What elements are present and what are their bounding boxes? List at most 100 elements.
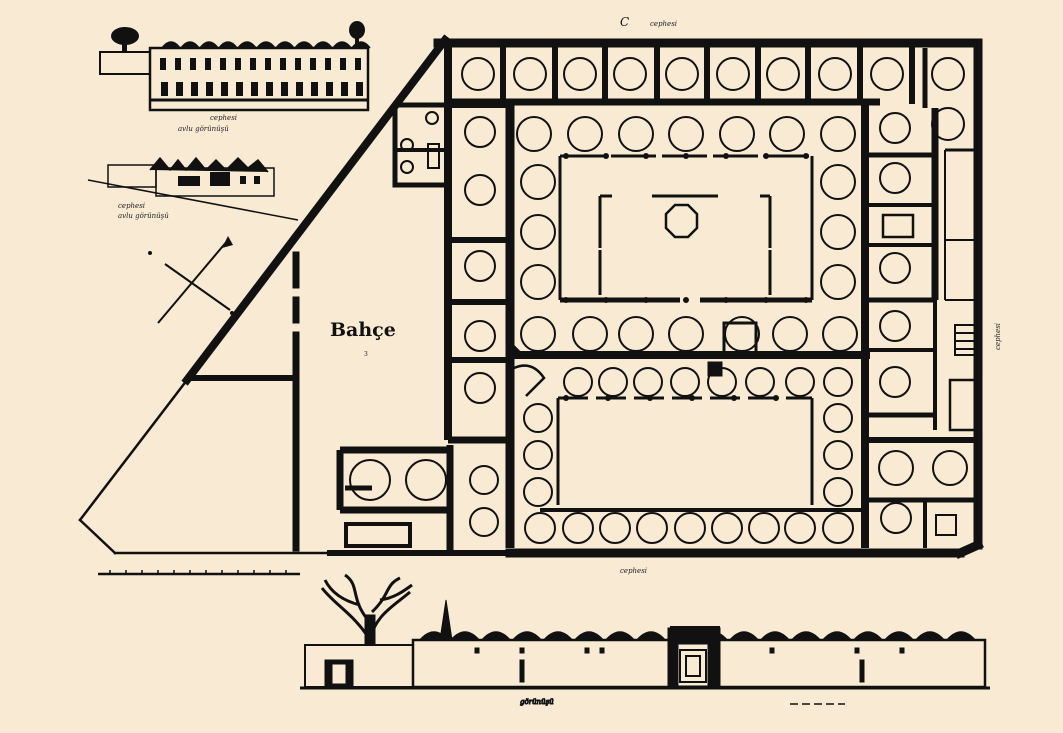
pillar	[723, 297, 729, 303]
dome-cell	[785, 367, 815, 397]
dome-cell	[822, 512, 854, 544]
dome	[180, 41, 200, 49]
dome-cell	[818, 57, 852, 91]
dome-cell	[563, 367, 593, 397]
dome-cell	[879, 162, 911, 194]
dome-cell	[674, 512, 706, 544]
dome-cell	[464, 116, 496, 148]
dome	[313, 41, 333, 49]
wall-opening	[599, 647, 605, 654]
pillar	[643, 153, 649, 159]
arch-door	[176, 82, 183, 96]
dome	[512, 631, 542, 641]
pillar	[603, 297, 609, 303]
dome-cell	[772, 316, 808, 352]
dome-cell	[879, 112, 911, 144]
dome-cell	[820, 214, 856, 250]
dome	[275, 41, 295, 49]
arch-door	[221, 82, 228, 96]
arch-door	[326, 82, 333, 96]
pillar	[563, 153, 569, 159]
arch-door	[266, 82, 273, 96]
pillar	[763, 153, 769, 159]
dome-cell	[562, 512, 594, 544]
dome-cell	[633, 367, 663, 397]
wall-opening	[584, 647, 590, 654]
pillar	[563, 297, 569, 303]
dome	[543, 631, 573, 641]
arch-window	[325, 58, 331, 70]
dome	[884, 631, 914, 641]
dome-cell	[464, 320, 496, 352]
arch-door	[191, 82, 198, 96]
tree-icon	[349, 21, 365, 48]
pillar	[563, 395, 569, 401]
dome-cell	[820, 116, 856, 152]
arch-window	[355, 58, 361, 70]
dome-cell	[567, 116, 603, 152]
dome-cell	[563, 57, 597, 91]
pillar	[689, 395, 695, 401]
dome-cell	[523, 403, 553, 433]
north-facade-label: cephesi	[650, 20, 677, 28]
dome-cell	[523, 477, 553, 507]
dome	[294, 41, 314, 49]
dome	[161, 41, 181, 49]
dome-cell	[879, 310, 911, 342]
dome-cell	[766, 57, 800, 91]
dome-cell	[464, 372, 496, 404]
arch-window	[265, 58, 271, 70]
dome-cell	[524, 512, 556, 544]
dome-cell	[520, 264, 556, 300]
dome-cell	[598, 367, 628, 397]
dome-cell	[464, 250, 496, 282]
dome	[822, 631, 852, 641]
dome-cell	[520, 164, 556, 200]
dome-cell	[636, 512, 668, 544]
pillar	[683, 297, 689, 303]
dome-cell	[823, 440, 853, 470]
pillar	[683, 153, 689, 159]
arch-door	[311, 82, 318, 96]
dome	[237, 41, 257, 49]
dome-cell	[711, 512, 743, 544]
garden-number: 3	[364, 351, 368, 358]
dome	[667, 631, 697, 641]
arch-window	[250, 58, 256, 70]
arch-window	[175, 58, 181, 70]
dome-cell	[784, 512, 816, 544]
dome-cell	[461, 57, 495, 91]
elevation-middle-label: cephesi	[118, 202, 145, 210]
dome-cell	[516, 116, 552, 152]
dome-cell	[931, 107, 965, 141]
dome-cell	[719, 116, 755, 152]
arch-door	[206, 82, 213, 96]
dome-cell	[670, 367, 700, 397]
dome	[419, 631, 449, 641]
elevation-top-caption: avlu görünüşü	[178, 125, 229, 133]
dome	[915, 631, 945, 641]
pillar	[723, 153, 729, 159]
dome	[256, 41, 276, 49]
dome-cell	[769, 116, 805, 152]
dome-cell	[878, 450, 914, 486]
wall-opening	[899, 647, 905, 654]
dome-cell	[520, 214, 556, 250]
dome-cell	[613, 57, 647, 91]
plan-north-bays	[500, 45, 915, 104]
elevation-bottom-label: görünüşü	[520, 698, 554, 706]
plan-west-wing	[336, 43, 515, 553]
wall-opening	[474, 647, 480, 654]
pillar	[731, 395, 737, 401]
arch-door	[161, 82, 168, 96]
dome-cell	[820, 264, 856, 300]
plan-west-cells	[349, 111, 499, 537]
dome	[946, 631, 976, 641]
arch-window	[280, 58, 286, 70]
dome-cell	[879, 366, 911, 398]
arch-window	[220, 58, 226, 70]
arch-window	[235, 58, 241, 70]
dome	[450, 631, 480, 641]
dome-cell	[523, 440, 553, 470]
arch-window	[310, 58, 316, 70]
